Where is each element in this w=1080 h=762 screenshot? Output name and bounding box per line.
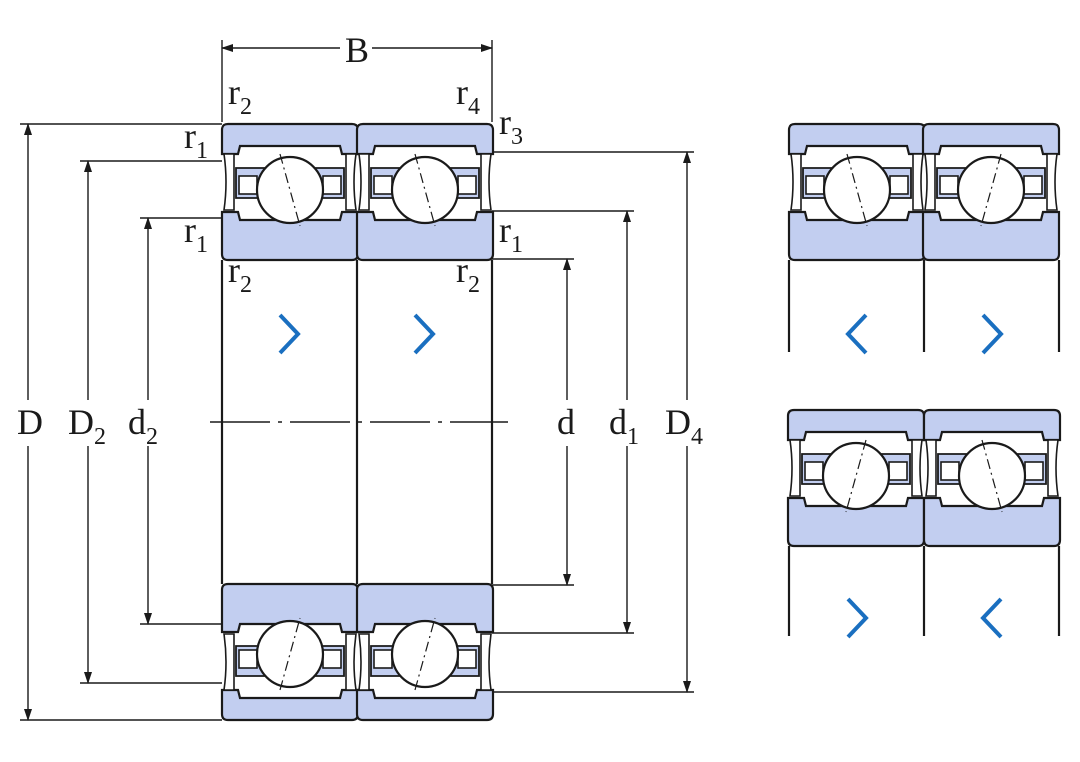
- label-r2-top-left: r2: [228, 72, 252, 120]
- chevron-right-icon: [278, 313, 301, 355]
- main-bearing-bottom-sections: [220, 582, 495, 722]
- label-r2-right-bottom: r2: [456, 250, 480, 298]
- label-r1-right-lower: r1: [499, 210, 523, 258]
- label-r1-left-lower: r1: [184, 210, 208, 258]
- label-D: D: [17, 402, 43, 442]
- label-D2: D2: [68, 402, 106, 450]
- face-to-face-pair: [786, 408, 1062, 639]
- main-bearing-right: [355, 122, 495, 262]
- back-to-back-pair: [787, 122, 1061, 355]
- chevron-left-icon: [845, 313, 868, 355]
- label-r3: r3: [499, 102, 523, 150]
- chevron-right-icon: [846, 597, 869, 639]
- main-bearing-left: [220, 122, 360, 262]
- label-r2-left-bottom: r2: [228, 250, 252, 298]
- label-B: B: [345, 30, 369, 70]
- chevron-right-icon: [413, 313, 436, 355]
- chevron-left-icon: [980, 597, 1003, 639]
- label-d2: d2: [128, 402, 158, 450]
- label-D4: D4: [665, 402, 703, 450]
- chevron-right-icon: [981, 313, 1004, 355]
- label-d1: d1: [609, 402, 639, 450]
- label-r4: r4: [456, 72, 480, 120]
- label-r1-left-upper: r1: [184, 116, 208, 164]
- label-d: d: [557, 402, 575, 442]
